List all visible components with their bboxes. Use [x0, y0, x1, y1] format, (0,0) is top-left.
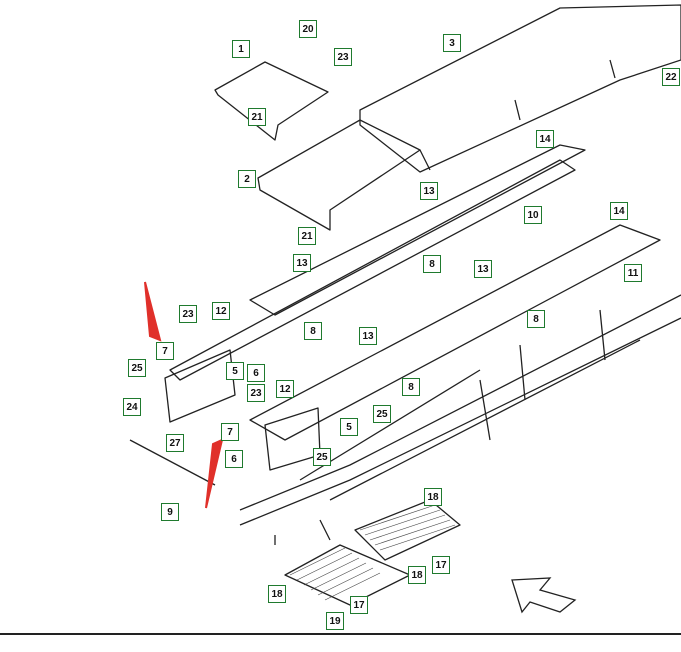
- callout-27: 27: [166, 434, 184, 452]
- chassis-frame: [239, 294, 681, 545]
- callout-25c: 25: [313, 448, 331, 466]
- callout-5b: 5: [340, 418, 358, 436]
- bottom-border: [0, 633, 681, 635]
- callout-19: 19: [326, 612, 344, 630]
- callout-14a: 14: [536, 130, 554, 148]
- callout-12b: 12: [276, 380, 294, 398]
- callout-13c: 13: [474, 260, 492, 278]
- cover-2: [257, 119, 421, 231]
- callout-21a: 21: [248, 108, 266, 126]
- trough-rail-upper: [249, 144, 586, 316]
- shaft-27: [129, 439, 216, 486]
- screen-upper: [354, 499, 461, 561]
- callout-17a: 17: [432, 556, 450, 574]
- callout-7b: 7: [221, 423, 239, 441]
- trough-rail-lower: [249, 224, 661, 441]
- callout-5: 5: [226, 362, 244, 380]
- callout-24: 24: [123, 398, 141, 416]
- callout-17b: 17: [350, 596, 368, 614]
- callout-3: 3: [443, 34, 461, 52]
- callout-22: 22: [662, 68, 680, 86]
- callout-1: 1: [232, 40, 250, 58]
- callout-9: 9: [161, 503, 179, 521]
- cover-3: [359, 4, 681, 173]
- end-plate-upper: [164, 349, 236, 423]
- callout-18c: 18: [268, 585, 286, 603]
- callout-7: 7: [156, 342, 174, 360]
- screen-lower: [284, 544, 411, 606]
- callout-8c: 8: [527, 310, 545, 328]
- callout-25b: 25: [373, 405, 391, 423]
- callout-8d: 8: [402, 378, 420, 396]
- callout-18a: 18: [424, 488, 442, 506]
- callout-6b: 6: [225, 450, 243, 468]
- callout-13d: 13: [359, 327, 377, 345]
- callout-14b: 14: [610, 202, 628, 220]
- callout-2: 2: [238, 170, 256, 188]
- callout-23c: 23: [247, 384, 265, 402]
- callout-8b: 8: [304, 322, 322, 340]
- direction-arrow-icon: [511, 577, 577, 614]
- callout-11: 11: [624, 264, 642, 282]
- callout-25a: 25: [128, 359, 146, 377]
- callout-6: 6: [247, 364, 265, 382]
- callout-12a: 12: [212, 302, 230, 320]
- red-arrow-icon: [205, 438, 224, 509]
- callout-13a: 13: [420, 182, 438, 200]
- callout-8a: 8: [423, 255, 441, 273]
- cover-1: [214, 61, 329, 141]
- callout-23b: 23: [179, 305, 197, 323]
- end-plate-lower: [264, 407, 321, 471]
- red-arrow-icon: [144, 281, 162, 342]
- callout-13b: 13: [293, 254, 311, 272]
- callout-20: 20: [299, 20, 317, 38]
- callout-23a: 23: [334, 48, 352, 66]
- callout-10: 10: [524, 206, 542, 224]
- callout-21b: 21: [298, 227, 316, 245]
- callout-18b: 18: [408, 566, 426, 584]
